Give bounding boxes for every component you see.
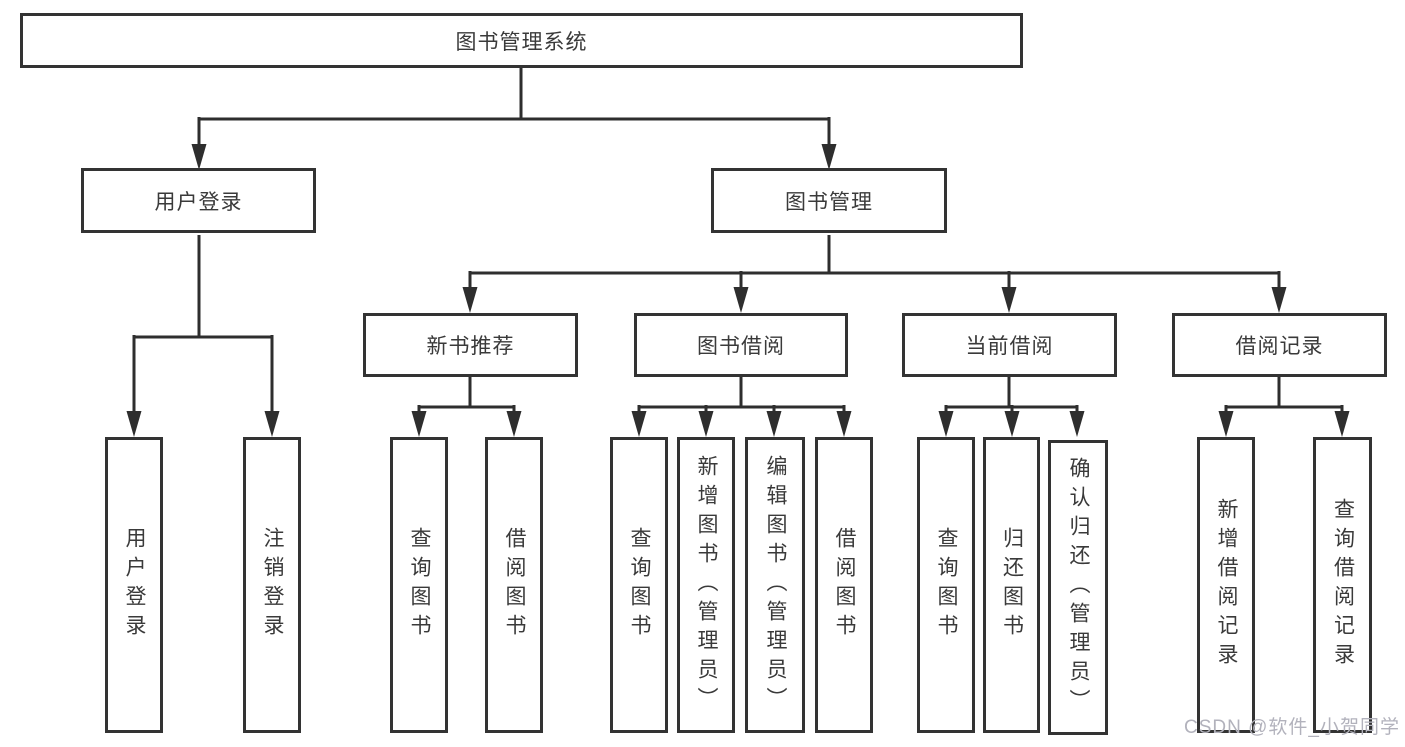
group-new-book-recommend: 新书推荐 <box>363 313 578 377</box>
leaf-borrow-books: 借阅图书 <box>815 437 873 733</box>
leaf-label: 编辑图书（管理员） <box>764 454 788 716</box>
leaf-edit-books-admin: 编辑图书（管理员） <box>745 437 805 733</box>
leaf-query-books-current: 查询图书 <box>917 437 975 733</box>
leaf-return-books: 归还图书 <box>983 437 1040 733</box>
group-book-borrow: 图书借阅 <box>634 313 848 377</box>
leaf-label: 新增图书（管理员） <box>695 454 719 716</box>
leaf-logout: 注销登录 <box>243 437 301 733</box>
group-current-borrow: 当前借阅 <box>902 313 1117 377</box>
arrowhead-icons <box>126 144 1350 437</box>
leaf-label: 查询图书 <box>935 527 959 643</box>
leaf-label: 借阅图书 <box>833 527 857 643</box>
leaf-query-borrow-record: 查询借阅记录 <box>1313 437 1372 733</box>
leaf-confirm-return-admin: 确认归还（管理员） <box>1048 440 1108 735</box>
leaf-label: 确认归还（管理员） <box>1067 457 1091 718</box>
leaf-label: 新增借阅记录 <box>1215 498 1239 672</box>
leaf-label: 借阅图书 <box>503 527 527 643</box>
leaf-add-books-admin: 新增图书（管理员） <box>677 437 735 733</box>
root-node-library-system: 图书管理系统 <box>20 13 1023 68</box>
leaf-query-books-recommend: 查询图书 <box>390 437 448 733</box>
leaf-user-login: 用户登录 <box>105 437 163 733</box>
leaf-label: 注销登录 <box>261 527 285 643</box>
group-borrow-records: 借阅记录 <box>1172 313 1387 377</box>
leaf-label: 归还图书 <box>1000 527 1024 643</box>
csdn-watermark: CSDN @软件_小贺同学 <box>1184 717 1400 738</box>
leaf-label: 查询图书 <box>628 527 652 643</box>
branch-book-management: 图书管理 <box>711 168 947 233</box>
branch-user-login: 用户登录 <box>81 168 316 233</box>
leaf-add-borrow-record: 新增借阅记录 <box>1197 437 1255 733</box>
leaf-query-books-borrow: 查询图书 <box>610 437 668 733</box>
leaf-label: 查询图书 <box>408 527 432 643</box>
leaf-label: 用户登录 <box>123 527 147 643</box>
leaf-borrow-books-recommend: 借阅图书 <box>485 437 543 733</box>
leaf-label: 查询借阅记录 <box>1331 498 1355 672</box>
